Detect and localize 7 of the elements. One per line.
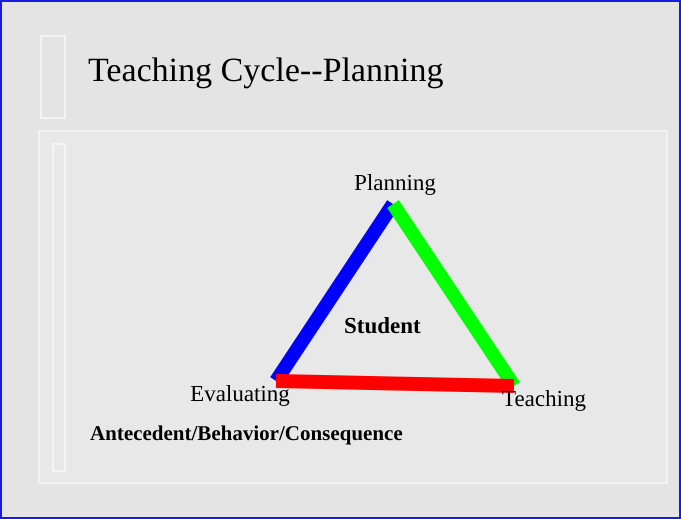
- triangle-side-bar: [276, 374, 514, 393]
- vertex-label: Evaluating: [173, 381, 307, 407]
- vertex-label: Planning: [345, 170, 445, 196]
- center-label: Student: [344, 313, 421, 339]
- vertex-label: Teaching: [488, 386, 600, 412]
- caption-text: Antecedent/Behavior/Consequence: [90, 421, 403, 446]
- slide-title: Teaching Cycle--Planning: [88, 52, 444, 90]
